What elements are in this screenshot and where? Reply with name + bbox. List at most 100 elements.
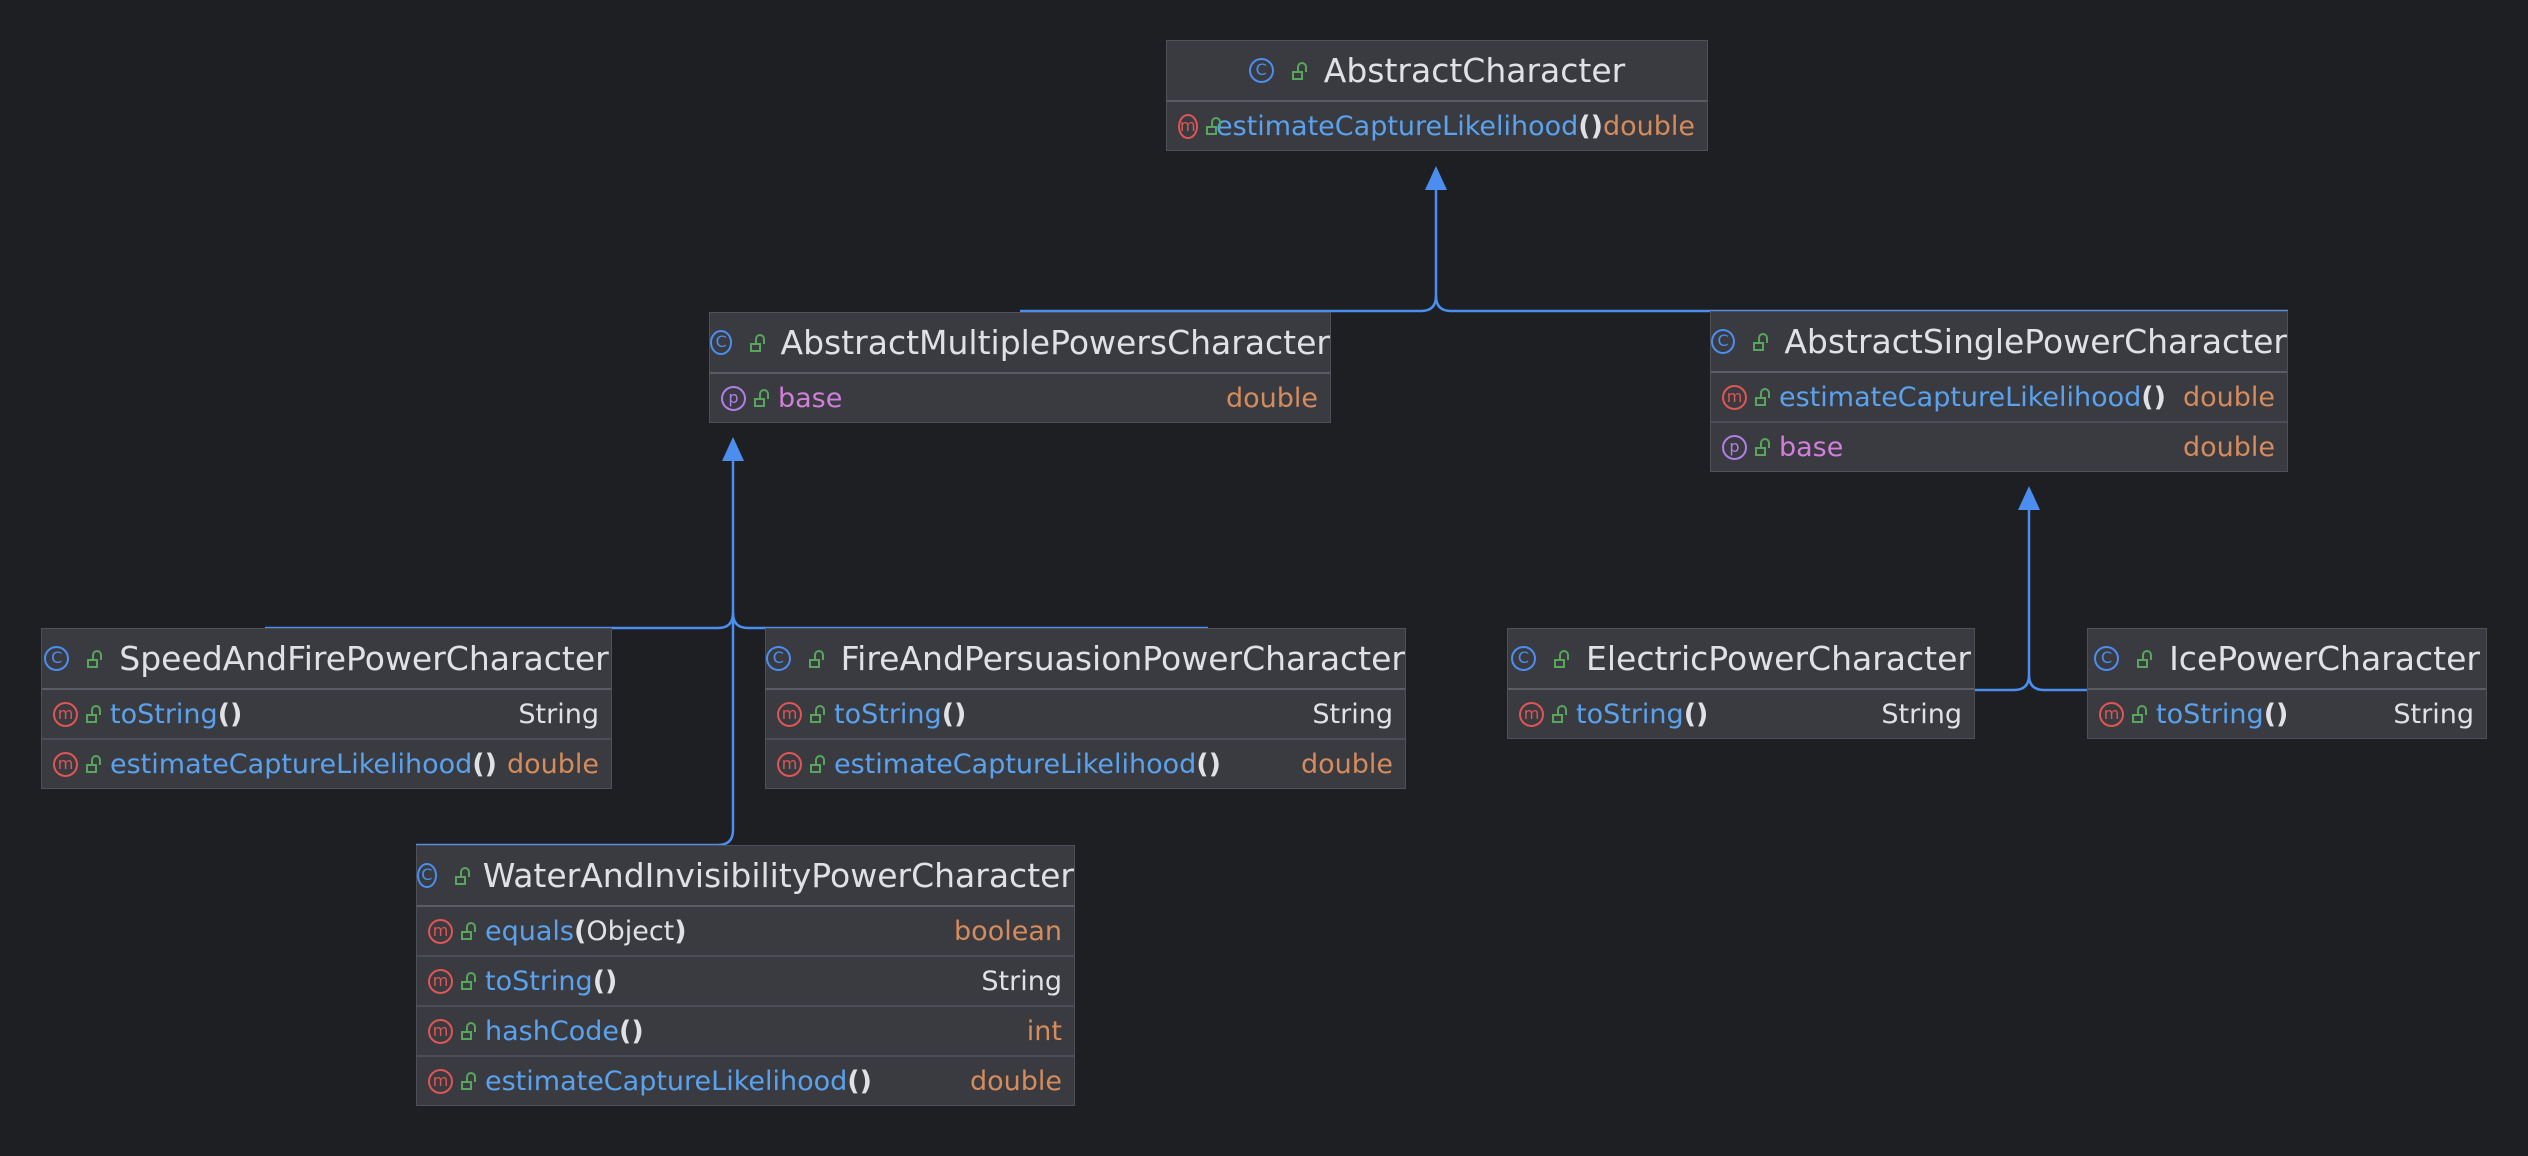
member-label: estimateCaptureLikelihood [834,748,1197,780]
member-label: toString [1576,698,1684,730]
member-type: double [1602,110,1695,142]
arrowhead-abstract-character [1425,166,1447,190]
method-name: equals(Object) [485,916,687,947]
paren-close: ) [1590,110,1603,142]
class-name: ElectricPowerCharacter [1586,639,1971,678]
method-icon: m [53,701,78,727]
member-label: base [778,382,843,414]
paren-close: ) [605,965,618,997]
public-lock-icon [2137,649,2153,668]
member-label: estimateCaptureLikelihood [485,1065,848,1097]
arrowhead-abstract-multiple [722,437,744,461]
method-name: toString() [485,966,617,997]
public-lock-icon [86,755,102,773]
method-name: toString() [1576,699,1708,730]
class-icon: C [417,863,437,888]
class-box-speed-and-fire-power-character[interactable]: C SpeedAndFirePowerCharacter m toString() St… [41,628,612,789]
public-lock-icon [1753,332,1769,351]
paren-open: ( [618,1015,632,1047]
public-lock-icon [2132,705,2148,723]
class-header: C WaterAndInvisibilityPowerCharacter [417,846,1074,907]
method-name: hashCode() [485,1016,644,1047]
public-lock-icon [808,649,825,668]
class-icon: C [710,330,733,355]
class-name: AbstractMultiplePowersCharacter [780,323,1331,362]
public-lock-icon [810,755,826,773]
method-icon: m [428,918,453,944]
property-icon: p [721,385,746,411]
paren-close: ) [1208,748,1221,780]
method-icon: m [428,1018,453,1044]
paren-open: ( [1578,110,1591,142]
method-args: Object [586,915,675,947]
member-type: String [518,698,599,730]
edge-speedfire-to-multiple [265,461,735,630]
paren-close: ) [674,915,687,947]
member-type: String [1881,698,1962,730]
public-lock-icon [1291,61,1308,80]
public-lock-icon [1205,117,1224,135]
method-name: estimateCaptureLikelihood() [110,749,497,780]
paren-close: ) [1696,698,1709,730]
class-name: SpeedAndFirePowerCharacter [119,639,609,678]
method-icon: m [428,1068,453,1094]
edge-ice-to-single [2027,674,2107,692]
class-icon: C [44,646,70,671]
member-type: double [506,748,599,780]
property-name: base [778,383,842,414]
public-lock-icon [461,1072,477,1090]
public-lock-icon [1755,438,1771,456]
paren-open: ( [2263,698,2277,730]
member-type: int [1026,1015,1062,1047]
public-lock-icon [810,705,826,723]
public-lock-icon [461,1022,477,1040]
member-label: toString [485,965,593,997]
public-lock-icon [754,389,770,407]
method-icon: m [2099,701,2124,727]
method-icon: m [428,968,453,994]
property-name: base [1779,432,1843,463]
method-name: toString() [110,699,242,730]
class-icon: C [1248,58,1274,83]
paren-close: ) [631,1015,644,1047]
public-lock-icon [1554,649,1570,668]
class-name: WaterAndInvisibilityPowerCharacter [482,856,1074,895]
member-label: estimateCaptureLikelihood [1779,381,2142,413]
member-label: hashCode [485,1015,619,1047]
member-label: toString [2156,698,2264,730]
member-type: double [2182,431,2275,463]
method-name: estimateCaptureLikelihood() [485,1066,872,1097]
method-icon: m [1178,113,1198,139]
paren-open: ( [941,698,955,730]
member-label: estimateCaptureLikelihood [110,748,473,780]
class-name: FireAndPersuasionPowerCharacter [840,639,1405,678]
paren-close: ) [859,1065,872,1097]
method-name: toString() [834,699,966,730]
member-label: toString [110,698,218,730]
class-box-water-and-invisibility-power-character[interactable]: C WaterAndInvisibilityPowerCharacter m equa… [416,845,1075,1106]
method-name: toString() [2156,699,2288,730]
method-row[interactable]: m hashCode() int [417,1005,1074,1055]
method-row[interactable]: m toString() String [42,690,611,738]
